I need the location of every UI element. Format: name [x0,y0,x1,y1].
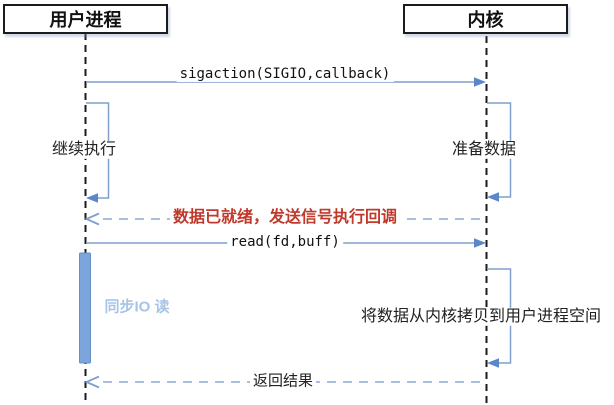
actor-box-kernel: 内核 [403,4,568,34]
prepare-data-label: 准备数据 [448,140,520,160]
open-arrowhead-left-icon [84,375,100,389]
actor-label-kernel: 内核 [467,10,504,30]
arrowhead-right-icon [474,238,486,248]
read-message-label: read(fd,buff) [227,233,343,251]
actor-box-user-process: 用户进程 [3,4,168,34]
return-result-arrow [84,375,480,389]
data-ready-signal-arrow [84,212,480,226]
return-result-label: 返回结果 [249,372,317,390]
sigaction-message-label: sigaction(SIGIO,callback) [176,65,394,83]
actor-label-user-process: 用户进程 [49,10,122,30]
activation-bar-sync-io [79,252,91,364]
arrowhead-left-icon [487,358,499,368]
arrowhead-right-icon [474,77,486,87]
open-arrowhead-left-icon [84,212,100,226]
continue-exec-label: 继续执行 [48,140,120,160]
arrowhead-left-icon [487,192,499,202]
data-ready-signal-label: 数据已就绪，发送信号执行回调 [169,208,401,228]
copy-data-label: 将数据从内核拷贝到用户进程空间 [357,307,605,327]
arrowhead-left-icon [86,193,98,203]
sync-io-read-label: 同步IO 读 [104,298,170,316]
